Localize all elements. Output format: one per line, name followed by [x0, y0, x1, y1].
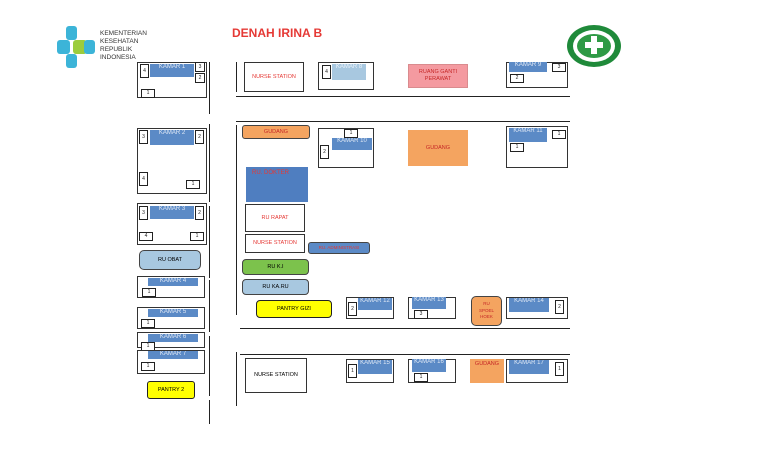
room-kamar-6-label: KAMAR 6 [148, 334, 198, 342]
room-ru-karu: RU KA.RU [242, 279, 309, 295]
bed-marker: 1 [344, 129, 358, 138]
bed-marker: 3 [195, 62, 205, 72]
bed-marker: 1 [348, 364, 357, 378]
room-ru-dokter: RU. DOKTER [246, 167, 308, 202]
room-kamar-11-label: KAMAR 11 [509, 128, 547, 142]
bed-marker: 1 [555, 362, 564, 376]
room-gudang-2: GUDANG [408, 130, 468, 166]
room-ru-obat: RU OBAT [139, 250, 201, 270]
bed-marker: 1 [141, 89, 155, 98]
room-nurse-station-mid: NURSE STATION [245, 234, 305, 253]
room-kamar-7-label: KAMAR 7 [148, 351, 198, 359]
room-kamar-4-label: KAMAR 4 [148, 278, 198, 286]
room-ru-ki: RU K.I [242, 259, 309, 275]
logo-line-1: KEMENTERIAN [100, 30, 147, 37]
bed-marker: 2 [195, 130, 204, 144]
ministry-logo: KEMENTERIAN KESEHATAN REPUBLIK INDONESIA [56, 24, 156, 70]
bed-marker: 2 [510, 74, 524, 83]
bed-marker: 1 [141, 362, 155, 371]
bed-marker: 1 [552, 130, 566, 139]
bed-marker: 3 [552, 63, 566, 72]
bed-marker: 4 [139, 172, 148, 186]
bed-marker: 3 [139, 206, 148, 220]
bed-marker: 3 [139, 130, 148, 144]
bed-marker: 4 [140, 64, 149, 78]
room-gudang-1: GUDANG [242, 125, 310, 139]
room-kamar-3-label: KAMAR 3 [150, 206, 194, 219]
room-pantry-gizi: PANTRY GIZI [256, 300, 332, 318]
bed-marker: 2 [320, 145, 329, 159]
bed-marker: 2 [555, 300, 564, 314]
bed-marker: 1 [142, 288, 156, 297]
room-kamar-5-label: KAMAR 5 [148, 309, 198, 317]
room-gudang-3: GUDANG [470, 359, 504, 383]
room-kamar-10-label: KAMAR 10 [332, 138, 372, 150]
room-kamar-16-label: KAMAR 16 [412, 359, 446, 372]
room-kamar-14-label: KAMAR 14 [509, 298, 549, 312]
logo-line-2: KESEHATAN [100, 38, 139, 45]
logo-line-3: REPUBLIK [100, 46, 133, 53]
bed-marker: 1 [510, 143, 524, 152]
room-ru-administrasi: RU. ADMINISTRASI [308, 242, 370, 254]
room-kamar-9-label: KAMAR 9 [509, 62, 547, 72]
room-kamar-13-label: KAMAR 13 [412, 297, 446, 309]
bed-marker: 2 [348, 302, 357, 316]
room-ru-rapat: RU RAPAT [245, 204, 305, 232]
bed-marker: 1 [141, 319, 155, 328]
room-ru-spool: RU SPOEL HOEK [471, 296, 502, 326]
room-nurse-station-bottom: NURSE STATION [245, 358, 307, 393]
room-kamar-12-label: KAMAR 12 [358, 298, 392, 310]
bed-marker: 1 [414, 373, 428, 382]
hospital-seal-icon [567, 25, 621, 67]
bed-marker: 1 [190, 232, 204, 241]
room-ruang-ganti: RUANG GANTI PERAWAT [408, 64, 468, 88]
room-kamar-8-label: KAMAR 8 [332, 64, 366, 80]
room-kamar-2-label: KAMAR 2 [150, 130, 194, 145]
bed-marker: 2 [195, 206, 204, 220]
bed-marker: 1 [186, 180, 200, 189]
room-kamar-17-label: KAMAR 17 [509, 360, 549, 374]
room-nurse-station-top: NURSE STATION [244, 62, 304, 92]
logo-line-4: INDONESIA [100, 54, 136, 61]
room-kamar-1-label: KAMAR 1 [150, 64, 194, 77]
bed-marker: 3 [414, 310, 428, 319]
hospital-seal [566, 24, 622, 68]
page-title: DENAH IRINA B [232, 26, 323, 40]
bed-marker: 4 [139, 232, 153, 241]
bed-marker: 4 [322, 65, 331, 79]
bed-marker: 2 [195, 73, 205, 83]
room-kamar-15-label: KAMAR 15 [358, 360, 392, 374]
ministry-emblem-icon [57, 26, 95, 68]
room-pantry-2: PANTRY 2 [147, 381, 195, 399]
